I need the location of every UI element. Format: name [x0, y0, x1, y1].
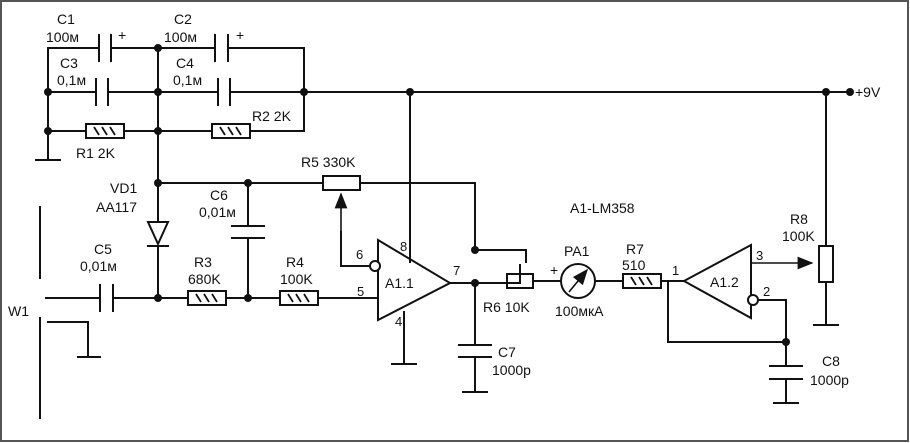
resistor-r7: [622, 273, 662, 289]
c7-ref: C7: [498, 344, 516, 360]
r6-ref: R6 10K: [483, 299, 530, 315]
r2-ref: R2 2K: [252, 108, 292, 124]
r4-value: 100K: [280, 271, 313, 287]
r3-ref: R3: [194, 254, 212, 270]
c3-ref: C3: [60, 55, 78, 71]
c2-polarity: +: [236, 27, 244, 43]
r8-value: 100K: [782, 228, 815, 244]
meter-pa1: [560, 263, 596, 299]
opamp-a1-2: [681, 243, 759, 320]
r8-ref: R8: [790, 211, 808, 227]
junction-dots: [44, 44, 854, 346]
c6-value: 0,01м: [199, 204, 236, 220]
c1-ref: C1: [57, 11, 75, 27]
a11-ref: A1.1: [385, 275, 414, 291]
labels: C1 100м + C2 100м + C3 0,1м C4 0,1м R1 2…: [8, 11, 881, 388]
vd1-value: AA117: [96, 199, 137, 215]
a11-pin8: 8: [400, 239, 407, 254]
chip-ref: A1-LM358: [570, 200, 635, 216]
capacitor-c2: [214, 34, 229, 62]
pa1-ref: PA1: [564, 243, 590, 259]
resistor-r4: [279, 290, 319, 306]
wires: [35, 47, 851, 419]
c8-ref: C8: [822, 353, 840, 369]
resistor-r5: [322, 175, 361, 191]
resistor-r2: [211, 123, 251, 139]
opamp-a1-1: [369, 238, 453, 322]
c3-value: 0,1м: [57, 72, 86, 88]
a12-pin3: 3: [756, 248, 763, 263]
resistor-r1: [85, 123, 125, 139]
capacitor-c3: [95, 78, 109, 106]
resistor-r3: [187, 290, 227, 306]
c6-ref: C6: [210, 187, 228, 203]
supply-label: +9V: [855, 84, 881, 100]
r7-value: 510: [622, 257, 646, 273]
r3-value: 680K: [188, 271, 221, 287]
a11-pin4: 4: [395, 314, 402, 329]
capacitor-c7: [458, 344, 492, 358]
r5-ref: R5 330K: [301, 154, 356, 170]
a12-ref: A1.2: [710, 274, 739, 290]
a12-pin1: 1: [672, 263, 679, 278]
c7-value: 1000p: [492, 362, 531, 378]
resistor-r8: [818, 245, 834, 283]
capacitor-c8: [769, 365, 803, 380]
c2-value: 100м: [164, 29, 197, 45]
r1-ref: R1 2K: [76, 145, 116, 161]
resistor-r6: [506, 273, 534, 289]
c2-ref: C2: [174, 11, 192, 27]
c8-value: 1000p: [810, 372, 849, 388]
capacitor-c1: [98, 34, 112, 62]
c5-value: 0,01м: [80, 258, 117, 274]
vd1-ref: VD1: [110, 180, 137, 196]
capacitor-c5: [99, 284, 114, 312]
capacitor-c6: [231, 225, 265, 239]
pa1-value: 100мкА: [555, 303, 604, 319]
r4-ref: R4: [286, 254, 304, 270]
a11-pin7: 7: [453, 263, 460, 278]
a12-pin2: 2: [763, 284, 770, 299]
a11-pin5: 5: [357, 284, 364, 299]
c4-ref: C4: [176, 55, 194, 71]
c1-value: 100м: [46, 29, 79, 45]
r7-ref: R7: [626, 241, 644, 257]
w1-ref: W1: [8, 303, 29, 319]
a11-pin6: 6: [356, 247, 363, 262]
capacitor-c4: [217, 78, 231, 106]
pa1-polarity: +: [550, 262, 558, 278]
c1-polarity: +: [118, 27, 126, 43]
diode-vd1: [146, 221, 170, 247]
c4-value: 0,1м: [173, 72, 202, 88]
c5-ref: C5: [94, 241, 112, 257]
